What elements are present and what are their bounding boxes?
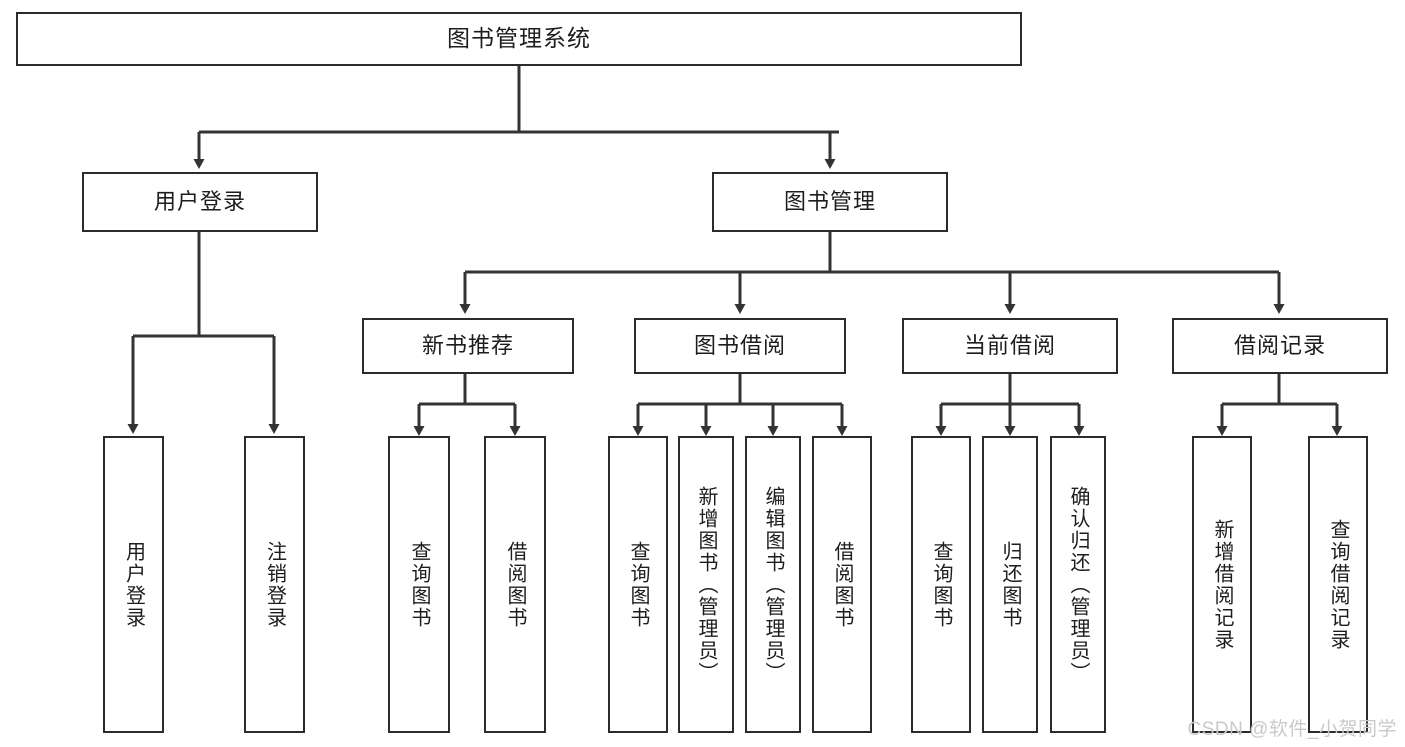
leaf-query-book-recommend[interactable]: 查询图书 <box>388 436 450 733</box>
node-label: 图书借阅 <box>693 332 786 358</box>
leaf-confirm-return-admin[interactable]: 确认归还（管理员） <box>1050 436 1106 733</box>
leaf-borrow-book[interactable]: 借阅图书 <box>812 436 872 733</box>
leaf-query-book-current[interactable]: 查询图书 <box>911 436 971 733</box>
connector-book-manage-to-level2 <box>459 232 1285 314</box>
leaf-edit-book-admin[interactable]: 编辑图书（管理员） <box>745 436 801 733</box>
node-label: 查询图书 <box>627 540 649 629</box>
node-current-borrow[interactable]: 当前借阅 <box>902 318 1118 374</box>
node-label: 新书推荐 <box>421 332 514 358</box>
leaf-borrow-book-recommend[interactable]: 借阅图书 <box>484 436 546 733</box>
node-new-book-recommend[interactable]: 新书推荐 <box>362 318 574 374</box>
node-label: 用户登录 <box>153 188 246 214</box>
node-label: 借阅图书 <box>504 540 526 629</box>
leaf-query-book-borrow[interactable]: 查询图书 <box>608 436 668 733</box>
leaf-query-borrow-record[interactable]: 查询借阅记录 <box>1308 436 1368 733</box>
node-book-borrow[interactable]: 图书借阅 <box>634 318 846 374</box>
leaf-return-book[interactable]: 归还图书 <box>982 436 1038 733</box>
node-borrow-record[interactable]: 借阅记录 <box>1172 318 1388 374</box>
node-book-management[interactable]: 图书管理 <box>712 172 948 232</box>
node-user-login[interactable]: 用户登录 <box>82 172 318 232</box>
node-label: 用户登录 <box>122 540 145 629</box>
leaf-user-login[interactable]: 用户登录 <box>103 436 164 733</box>
node-label: 查询图书 <box>930 540 952 629</box>
node-label: 借阅图书 <box>831 540 853 629</box>
node-label: 查询借阅记录 <box>1327 518 1349 651</box>
connector-new-book-to-leaves <box>413 374 521 436</box>
node-label: 编辑图书（管理员） <box>762 485 784 684</box>
leaf-add-book-admin[interactable]: 新增图书（管理员） <box>678 436 734 733</box>
connector-root-to-level1 <box>193 66 839 169</box>
node-label: 新增图书（管理员） <box>695 485 717 684</box>
connector-borrow-record-to-leaves <box>1216 374 1343 436</box>
node-label: 当前借阅 <box>963 332 1056 358</box>
leaf-user-logout[interactable]: 注销登录 <box>244 436 305 733</box>
node-label: 注销登录 <box>263 540 286 629</box>
node-root-book-management-system[interactable]: 图书管理系统 <box>16 12 1022 66</box>
connector-book-borrow-to-leaves <box>632 374 848 436</box>
node-label: 图书管理 <box>783 188 876 214</box>
node-label: 图书管理系统 <box>447 25 591 52</box>
node-label: 查询图书 <box>408 540 430 629</box>
leaf-add-borrow-record[interactable]: 新增借阅记录 <box>1192 436 1252 733</box>
node-label: 新增借阅记录 <box>1211 518 1233 651</box>
node-label: 归还图书 <box>999 540 1021 629</box>
connector-current-borrow-to-leaves <box>935 374 1085 436</box>
connector-user-login-to-leaves <box>127 232 280 434</box>
node-label: 确认归还（管理员） <box>1067 485 1089 684</box>
node-label: 借阅记录 <box>1233 332 1326 358</box>
